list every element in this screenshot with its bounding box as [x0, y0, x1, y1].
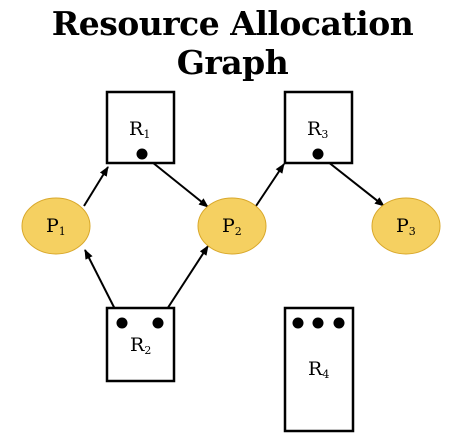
edge-p2-to-r3	[255, 163, 285, 207]
resource-r4-label: R4	[308, 358, 329, 381]
instance-dot	[292, 317, 304, 329]
resource-r3-label: R3	[307, 118, 328, 141]
process-p1: P1	[21, 197, 91, 255]
resource-r3: R3	[283, 90, 354, 165]
instance-dot	[152, 317, 164, 329]
instance-dot	[116, 317, 128, 329]
process-p3-label: P3	[396, 215, 416, 238]
process-p1-label: P1	[46, 215, 66, 238]
resource-r4: R4	[283, 306, 355, 433]
instance-dot	[312, 317, 324, 329]
resource-r1-label: R1	[129, 118, 150, 141]
process-p2: P2	[197, 197, 267, 255]
instance-dot	[312, 148, 324, 160]
page-title: Resource Allocation Graph	[51, 4, 414, 82]
process-p2-label: P2	[222, 215, 242, 238]
resource-r1: R1	[105, 90, 176, 165]
instance-dot	[333, 317, 345, 329]
process-p3: P3	[371, 197, 441, 255]
instance-dot	[136, 148, 148, 160]
resource-r2-label: R2	[130, 334, 151, 357]
edge-p1-to-r1	[83, 166, 109, 207]
resource-r2: R2	[105, 306, 176, 383]
